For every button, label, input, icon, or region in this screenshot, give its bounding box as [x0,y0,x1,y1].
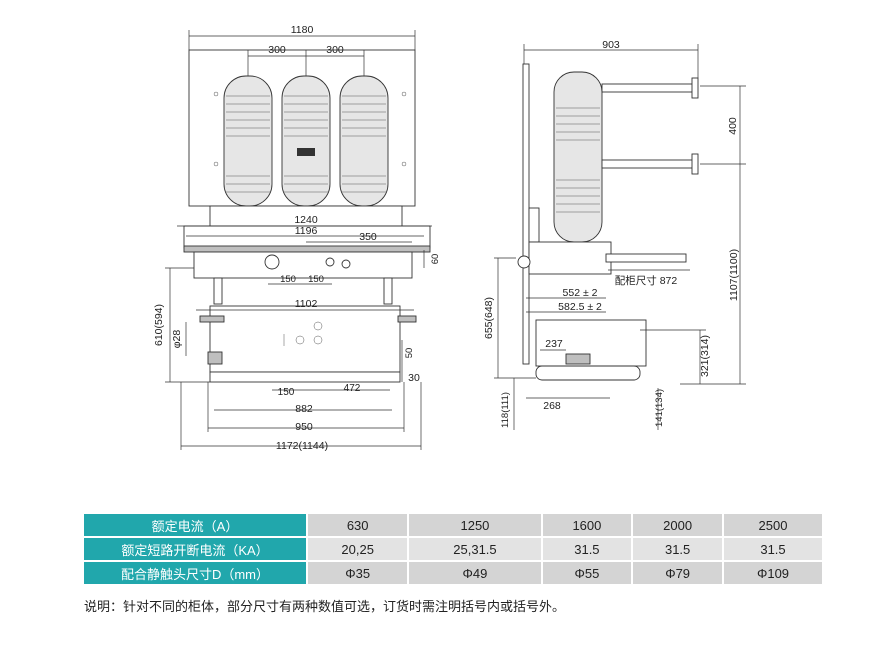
table-cell: 20,25 [307,537,410,562]
dim-400: 400 [727,117,739,135]
dim-472: 472 [344,383,361,394]
dim-903: 903 [602,39,620,51]
side-mechanism [528,241,612,275]
dim-610: 610(594) [153,304,165,346]
table-cell: Φ35 [307,561,410,586]
dim-237: 237 [545,338,563,350]
dim-1196: 1196 [295,225,318,237]
table-cell: 2500 [723,514,824,538]
table-cell: 31.5 [723,537,824,562]
row-header: 额定电流（A） [84,514,308,538]
table-cell: 630 [307,514,410,538]
dim-150-c: 150 [278,387,295,398]
table-cell: Φ55 [541,561,634,586]
table-cell: 31.5 [632,537,724,562]
note-text: 说明：针对不同的柜体，部分尺寸有两种数值可选，订货时需注明括号内或括号外。 [84,599,566,614]
side-view [494,44,746,430]
side-insulator [553,71,603,243]
side-panel [522,63,530,365]
dim-1180: 1180 [291,24,314,36]
front-chassis [209,305,401,373]
row-header: 配合静触头尺寸D（mm） [84,561,308,586]
dim-150-b: 150 [308,274,324,285]
dim-1107: 1107(1100) [728,249,740,301]
row-header: 额定短路开断电流（KA） [84,537,308,562]
dim-50: 50 [404,348,415,359]
dimension-drawing: 1180 300 300 1240 1196 350 150 150 60 11… [153,24,746,452]
dim-268: 268 [543,400,561,412]
dim-300-left: 300 [268,44,286,56]
dim-350: 350 [359,231,377,243]
dim-1240: 1240 [294,214,318,226]
dim-cabinet-872: 配柜尺寸 872 [615,274,678,287]
table-cell: 31.5 [541,537,634,562]
pole-right [339,75,389,207]
front-view [165,30,432,450]
dim-60: 60 [430,254,441,265]
dim-150-a: 150 [280,274,296,285]
dim-1102: 1102 [295,298,318,310]
table-cell: Φ109 [723,561,824,586]
dim-300-right: 300 [326,44,344,56]
side-chassis [535,319,647,367]
table-cell: 2000 [632,514,724,538]
dim-1172: 1172(1144) [276,440,328,452]
pole-middle [281,75,331,207]
dim-118: 118(111) [500,392,511,428]
table-cell: 1600 [541,514,634,538]
dim-582: 582.5 ± 2 [558,301,602,313]
dim-141: 141(134) [654,389,665,427]
upper-contact-arm [601,83,697,93]
lower-contact-arm [601,159,697,169]
dim-phi28: φ28 [171,330,183,349]
table-cell: Φ49 [408,561,543,586]
dim-321: 321(314) [699,335,711,377]
dim-882: 882 [295,403,313,415]
pole-left [223,75,273,207]
dim-950: 950 [295,421,313,433]
table-cell: 1250 [408,514,543,538]
operating-mechanism [193,251,413,279]
dim-30: 30 [408,372,420,384]
table-cell: 25,31.5 [408,537,543,562]
table-cell: Φ79 [632,561,724,586]
dim-552: 552 ± 2 [563,287,598,299]
dim-655: 655(648) [483,297,495,339]
